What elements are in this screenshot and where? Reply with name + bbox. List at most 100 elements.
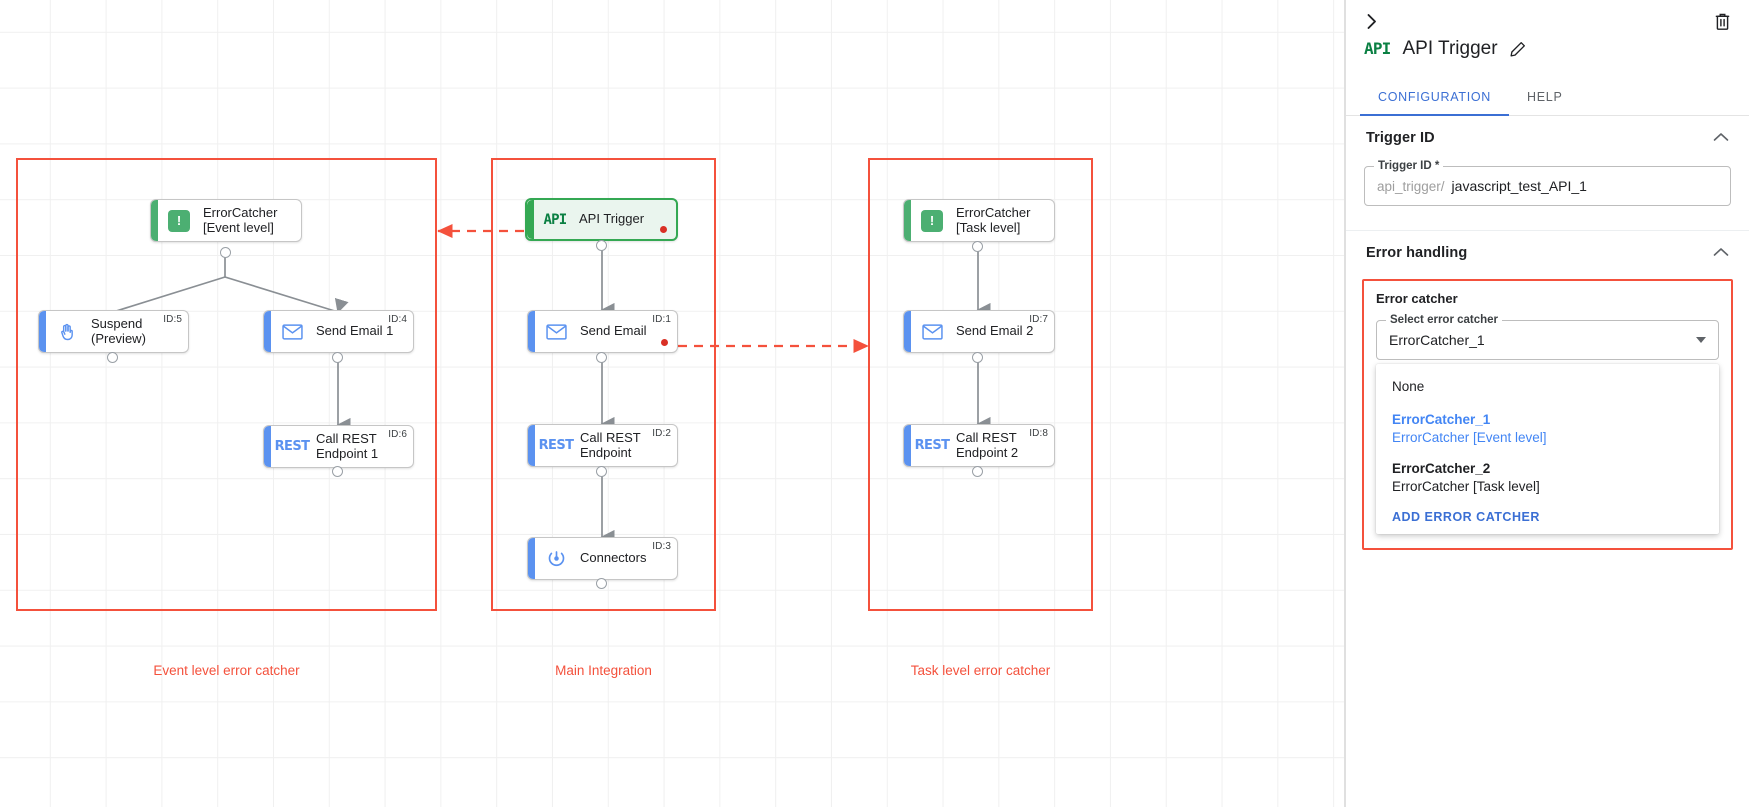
node-send-email[interactable]: Send Email ID:1 bbox=[527, 310, 678, 353]
error-catcher-highlight-box: Error catcher Select error catcher Error… bbox=[1362, 279, 1733, 551]
select-error-catcher-value: ErrorCatcher_1 bbox=[1389, 332, 1485, 348]
trash-icon[interactable] bbox=[1709, 8, 1735, 34]
port-out-api-trigger[interactable] bbox=[596, 240, 607, 251]
trigger-id-field-wrap: Trigger ID * api_trigger/ javascript_tes… bbox=[1346, 160, 1749, 230]
port-out-call-rest-1[interactable] bbox=[332, 466, 343, 477]
envelope-icon bbox=[540, 323, 572, 340]
pencil-icon[interactable] bbox=[1510, 41, 1526, 57]
node-call-rest-endpoint-1[interactable]: REST Call REST Endpoint 1 ID:6 bbox=[263, 425, 414, 468]
envelope-icon bbox=[276, 323, 308, 340]
node-id-tag: ID:2 bbox=[652, 428, 671, 439]
trigger-id-value: javascript_test_API_1 bbox=[1451, 178, 1587, 194]
port-out-call-rest[interactable] bbox=[596, 466, 607, 477]
port-out-suspend[interactable] bbox=[107, 352, 118, 363]
status-dot bbox=[660, 226, 667, 233]
node-id-tag: ID:6 bbox=[388, 429, 407, 440]
node-accent-bar bbox=[528, 425, 535, 466]
node-errorcatcher-event-level[interactable]: ! ErrorCatcher [Event level] bbox=[150, 199, 302, 242]
node-errorcatcher-task-level[interactable]: ! ErrorCatcher [Task level] bbox=[903, 199, 1055, 242]
page-title: API Trigger bbox=[1402, 38, 1498, 59]
node-label: API Trigger bbox=[579, 211, 645, 227]
node-id-tag: ID:4 bbox=[388, 314, 407, 325]
node-call-rest-endpoint-2[interactable]: REST Call REST Endpoint 2 ID:8 bbox=[903, 424, 1055, 467]
rest-icon: REST bbox=[538, 438, 574, 453]
node-accent-bar bbox=[39, 311, 46, 352]
group-box-main-integration bbox=[491, 158, 716, 611]
section-header-trigger-id[interactable]: Trigger ID bbox=[1346, 116, 1749, 160]
rest-icon: REST bbox=[274, 439, 310, 454]
group-box-event-level bbox=[16, 158, 437, 611]
select-error-catcher[interactable]: Select error catcher ErrorCatcher_1 bbox=[1376, 314, 1719, 360]
node-call-rest-endpoint[interactable]: REST Call REST Endpoint ID:2 bbox=[527, 424, 678, 467]
error-catcher-dropdown-menu: None ErrorCatcher_1 ErrorCatcher [Event … bbox=[1376, 364, 1719, 535]
node-id-tag: ID:3 bbox=[652, 541, 671, 552]
section-trigger-id: Trigger ID Trigger ID * api_trigger/ jav… bbox=[1346, 116, 1749, 231]
group-box-task-level bbox=[868, 158, 1093, 611]
node-accent-bar bbox=[527, 200, 534, 239]
trigger-id-input[interactable]: Trigger ID * api_trigger/ javascript_tes… bbox=[1364, 160, 1731, 206]
properties-panel: API API Trigger CONFIGURATION HELP Trigg… bbox=[1345, 0, 1749, 807]
add-error-catcher-button[interactable]: ADD ERROR CATCHER bbox=[1392, 510, 1540, 525]
port-out-connectors[interactable] bbox=[596, 578, 607, 589]
chevron-up-icon[interactable] bbox=[1713, 131, 1729, 145]
node-api-trigger[interactable]: API API Trigger bbox=[525, 198, 678, 241]
node-accent-bar bbox=[264, 426, 271, 467]
port-out-send-email[interactable] bbox=[596, 352, 607, 363]
envelope-icon bbox=[916, 323, 948, 340]
node-label: Call REST Endpoint bbox=[580, 429, 641, 460]
node-send-email-1[interactable]: Send Email 1 ID:4 bbox=[263, 310, 414, 353]
section-title: Error handling bbox=[1366, 245, 1468, 261]
section-error-handling: Error handling Error catcher Select erro… bbox=[1346, 231, 1749, 566]
api-icon: API bbox=[1364, 39, 1391, 58]
menu-item-primary: ErrorCatcher_2 bbox=[1392, 460, 1491, 476]
node-accent-bar bbox=[528, 538, 535, 579]
menu-item-errorcatcher-1[interactable]: ErrorCatcher_1 ErrorCatcher [Event level… bbox=[1376, 405, 1719, 453]
port-out-send-email-1[interactable] bbox=[332, 352, 343, 363]
node-label: ErrorCatcher [Task level] bbox=[956, 204, 1031, 235]
node-id-tag: ID:7 bbox=[1029, 314, 1048, 325]
port-out-errorcatcher-event[interactable] bbox=[220, 247, 231, 258]
node-accent-bar bbox=[151, 200, 158, 241]
select-error-catcher-legend: Select error catcher bbox=[1386, 314, 1503, 326]
menu-item-none[interactable]: None bbox=[1376, 371, 1719, 405]
menu-item-errorcatcher-2[interactable]: ErrorCatcher_2 ErrorCatcher [Task level] bbox=[1376, 454, 1719, 502]
node-suspend[interactable]: Suspend (Preview) ID:5 bbox=[38, 310, 189, 353]
panel-tabs: CONFIGURATION HELP bbox=[1346, 78, 1749, 116]
node-label: Connectors bbox=[580, 550, 647, 566]
tab-help[interactable]: HELP bbox=[1527, 89, 1563, 104]
node-label: Call REST Endpoint 1 bbox=[316, 430, 379, 461]
tab-configuration[interactable]: CONFIGURATION bbox=[1360, 78, 1510, 116]
menu-item-secondary: ErrorCatcher [Task level] bbox=[1392, 478, 1540, 494]
node-id-tag: ID:8 bbox=[1029, 428, 1048, 439]
node-send-email-2[interactable]: Send Email 2 ID:7 bbox=[903, 310, 1055, 353]
node-accent-bar bbox=[904, 200, 911, 241]
node-connectors[interactable]: Connectors ID:3 bbox=[527, 537, 678, 580]
port-out-errorcatcher-task[interactable] bbox=[972, 241, 983, 252]
group-caption-task-level: Task level error catcher bbox=[910, 663, 1051, 678]
error-handling-body: Error catcher Select error catcher Error… bbox=[1346, 275, 1749, 566]
chevron-down-icon[interactable] bbox=[1696, 337, 1706, 343]
chevron-right-icon[interactable] bbox=[1358, 7, 1386, 35]
rest-icon: REST bbox=[914, 438, 950, 453]
menu-item-primary: ErrorCatcher_1 bbox=[1392, 412, 1491, 428]
node-label: ErrorCatcher [Event level] bbox=[203, 204, 278, 235]
api-icon: API bbox=[543, 211, 568, 228]
port-out-send-email-2[interactable] bbox=[972, 352, 983, 363]
panel-title-row: API API Trigger bbox=[1364, 38, 1526, 60]
port-out-call-rest-2[interactable] bbox=[972, 466, 983, 477]
workflow-canvas[interactable]: Event level error catcher Main Integrati… bbox=[0, 0, 1345, 807]
node-label: Send Email bbox=[580, 323, 647, 339]
status-dot bbox=[661, 339, 668, 346]
node-accent-bar bbox=[528, 311, 535, 352]
node-accent-bar bbox=[904, 311, 911, 352]
error-catcher-label: Error catcher bbox=[1376, 291, 1458, 306]
error-catcher-icon: ! bbox=[163, 209, 195, 232]
chevron-up-icon[interactable] bbox=[1713, 246, 1729, 260]
group-caption-event-level: Event level error catcher bbox=[153, 663, 300, 678]
section-header-error-handling[interactable]: Error handling bbox=[1346, 231, 1749, 275]
menu-item-secondary: ErrorCatcher [Event level] bbox=[1392, 430, 1547, 446]
error-catcher-icon: ! bbox=[916, 209, 948, 232]
menu-item-primary: None bbox=[1392, 379, 1425, 394]
panel-header: API API Trigger bbox=[1346, 0, 1749, 78]
trigger-id-legend: Trigger ID * bbox=[1374, 160, 1444, 172]
